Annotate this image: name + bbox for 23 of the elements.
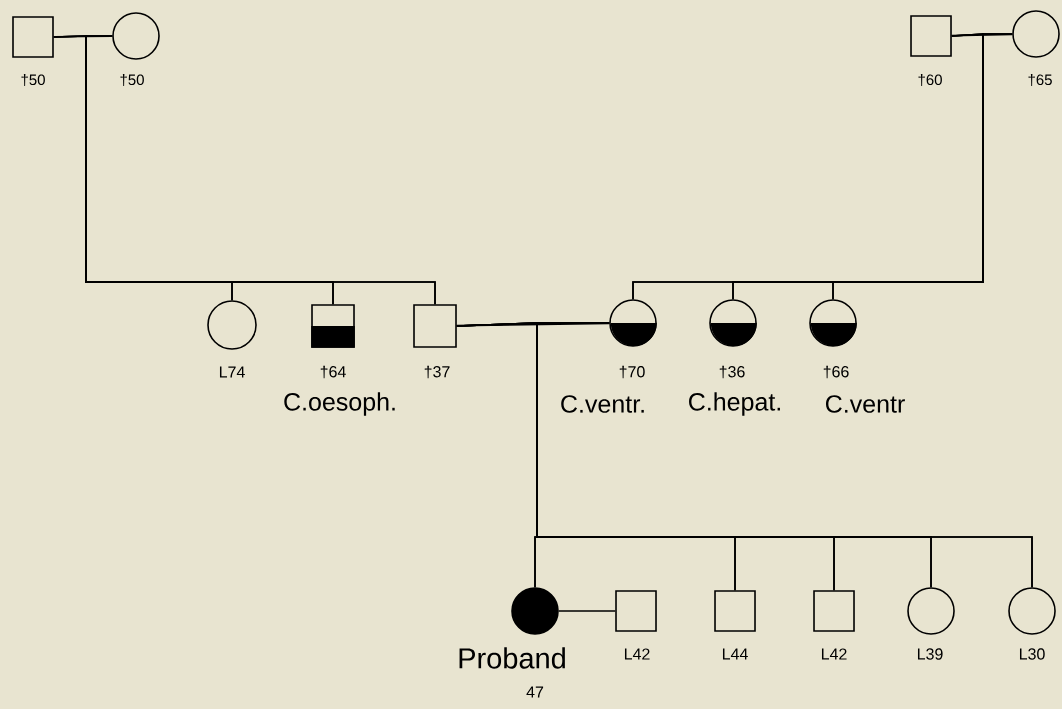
age-label: †50	[120, 74, 144, 86]
marriage-line	[558, 610, 616, 612]
age-label: L39	[918, 648, 943, 660]
age-label: 47	[526, 686, 544, 698]
age-label: L74	[219, 366, 245, 378]
age-label: †50	[21, 74, 45, 86]
age-label: L42	[625, 648, 650, 660]
diagnosis-label: C.ventr	[826, 395, 905, 413]
age-label: †66	[823, 365, 849, 379]
descent-line	[832, 33, 1013, 300]
age-label: †65	[1028, 74, 1052, 86]
age-label: †36	[719, 365, 745, 379]
age-label: †64	[320, 365, 346, 379]
age-label: †37	[424, 365, 450, 379]
age-label: L30	[1020, 648, 1045, 660]
age-label: †70	[619, 365, 645, 379]
diagnosis-label: C.oesoph.	[284, 392, 395, 416]
age-label: †60	[918, 74, 942, 86]
proband-label: Proband	[459, 647, 565, 669]
diagnosis-label: C.hepat.	[689, 392, 780, 416]
diagnosis-label: C.ventr.	[561, 395, 644, 413]
age-label: L44	[723, 648, 748, 660]
age-label: L42	[822, 648, 847, 660]
